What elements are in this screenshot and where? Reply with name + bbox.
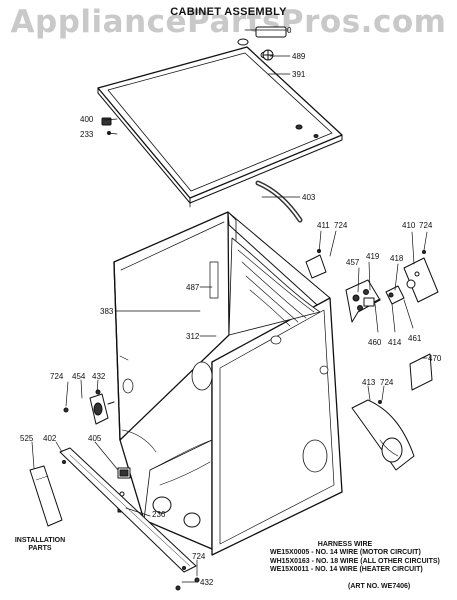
top-panel [97, 38, 343, 208]
callout-label: 432 [92, 372, 106, 381]
callout-label: 724 [50, 372, 64, 381]
access-cover-410 [403, 257, 439, 303]
diagram-title: CABINET ASSEMBLY [170, 6, 287, 18]
callout-label: 724 [192, 552, 206, 561]
watermark: AppliancePartsPros.com [10, 4, 447, 40]
installation-parts-label: INSTALLATION PARTS [14, 537, 66, 553]
callout-label: 724 [380, 378, 394, 387]
callout-label: 402 [43, 434, 57, 443]
terminal-block [385, 285, 405, 305]
harness-line: WE15X0011 - NO. 14 WIRE (HEATER CIRCUIT) [270, 565, 423, 573]
toe-panel-402 [59, 447, 197, 573]
callout-label: 460 [368, 338, 382, 347]
cover-470 [409, 353, 433, 391]
installation-parts-line: INSTALLATION [14, 537, 66, 544]
install-kit-525 [29, 465, 63, 527]
front-strap [255, 180, 303, 223]
motor-relay-bracket [345, 279, 381, 323]
callout-label: 525 [20, 434, 34, 443]
callout-label: 400 [80, 115, 94, 124]
callout-label: 419 [366, 252, 380, 261]
callout-label: 411 [317, 221, 330, 230]
art-number: (ART NO. WE7406) [348, 583, 411, 590]
callout-label: 383 [100, 307, 114, 316]
harness-wire-note: HARNESS WIRE WE15X0005 - NO. 14 WIRE (MO… [270, 541, 440, 574]
small-plate-411 [305, 254, 327, 279]
callout-label: 0 [287, 26, 292, 35]
harness-line: WE15X0005 - NO. 14 WIRE (MOTOR CIRCUIT) [270, 549, 421, 557]
callout-label: 457 [346, 258, 360, 267]
back-panel-413 [351, 399, 415, 471]
callout-label: 418 [390, 254, 404, 263]
door-switch-454 [89, 393, 115, 425]
harness-line: WH15X0163 - NO. 18 WIRE (ALL OTHER CIRCU… [270, 557, 440, 565]
cabinet-body [113, 211, 343, 556]
callout-label: 410 [402, 221, 416, 230]
callout-label: 724 [419, 221, 433, 230]
leader-lines [31, 29, 428, 583]
hinge-405 [117, 467, 131, 479]
callout-label: 461 [408, 334, 422, 343]
callout-label: 312 [186, 332, 200, 341]
harness-heading: HARNESS WIRE [317, 541, 373, 548]
callout-label: 414 [388, 338, 402, 347]
callout-label: 413 [362, 378, 376, 387]
callout-label: 233 [80, 130, 94, 139]
callout-label: 724 [334, 221, 348, 230]
callout-label: 489 [292, 52, 306, 61]
callout-label: 391 [292, 70, 306, 79]
callout-label: 403 [302, 193, 316, 202]
callout-label: 432 [200, 578, 214, 587]
installation-parts-line: PARTS [28, 545, 52, 552]
callout-label: 487 [186, 283, 200, 292]
callout-label: 470 [428, 354, 442, 363]
callout-label: 454 [72, 372, 86, 381]
callout-label: 405 [88, 434, 102, 443]
callout-label: 236 [152, 510, 166, 519]
